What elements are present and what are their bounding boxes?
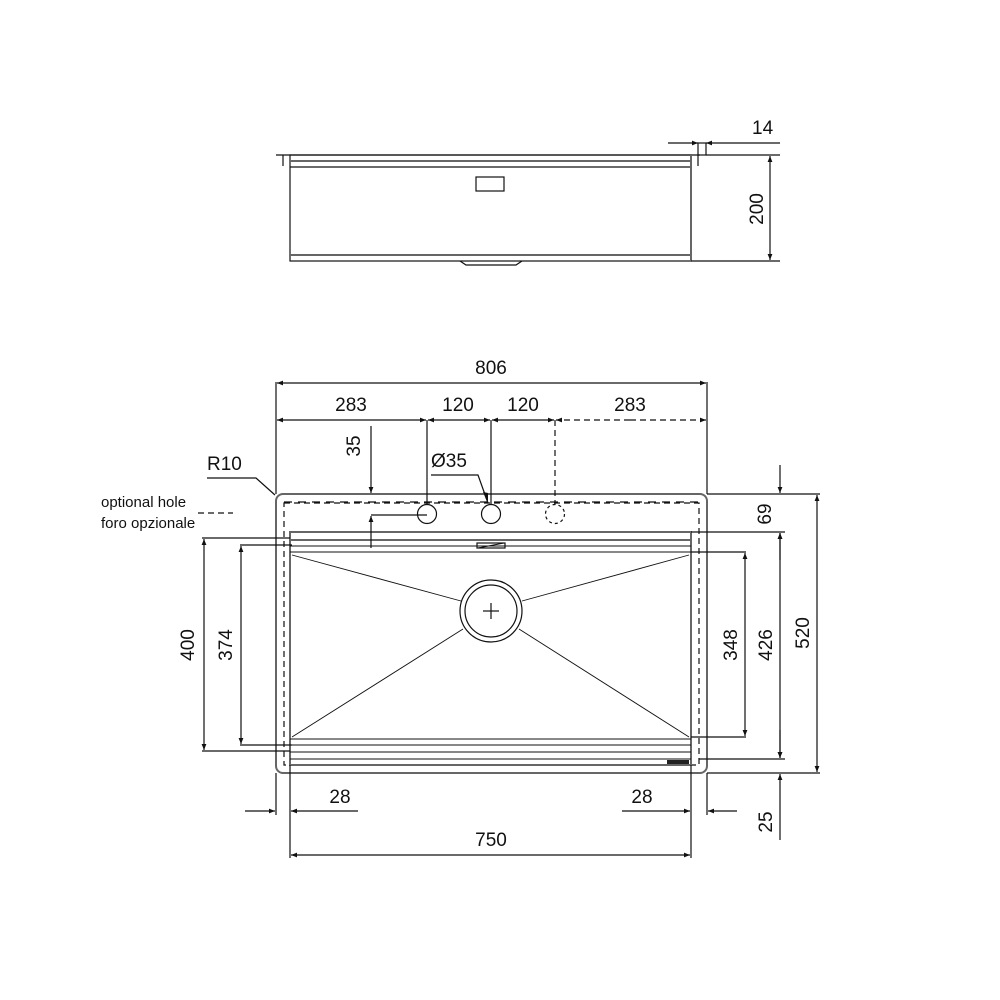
dim-radius-leader [207, 477, 276, 496]
top-cutout-dashed [283, 502, 700, 766]
dim-left-offset-label: 283 [335, 395, 367, 416]
dim-hole-diameter-label: Ø35 [431, 451, 467, 472]
dim-28-right-label: 28 [631, 787, 652, 808]
top-overflow-slot [476, 542, 506, 549]
drain-inner [464, 584, 518, 638]
dim-374-label: 374 [216, 629, 237, 661]
slope-line-bl [291, 628, 464, 738]
dim-top-rim-label: 69 [755, 503, 776, 524]
side-body [289, 154, 692, 262]
drain-outer [459, 579, 523, 643]
slope-line-tl [291, 554, 462, 602]
side-drain-outlet [459, 260, 523, 266]
side-view: 14 200 [276, 118, 780, 266]
brand-logo-mark [667, 760, 689, 764]
dim-400-label: 400 [178, 629, 199, 661]
dim-spacing2-label: 120 [507, 395, 539, 416]
note-optional-hole-it: foro opzionale [101, 515, 195, 532]
dim-hole-inset-label: 35 [344, 435, 365, 456]
dim-348-label: 348 [721, 629, 742, 661]
dim-overall-width-label: 806 [475, 358, 507, 379]
dim-426-label: 426 [756, 629, 777, 661]
top-view: 806 283 120 120 283 35 Ø35 R10 optional … [101, 358, 820, 858]
dim-520-label: 520 [793, 617, 814, 649]
top-bowl [289, 531, 692, 766]
slope-line-br [518, 628, 690, 738]
dim-depth-label: 200 [747, 193, 768, 225]
dim-hole-diameter-arrowhead [483, 492, 488, 504]
dim-hole-diameter-leader [431, 474, 489, 504]
side-flange-profile [697, 142, 707, 156]
note-optional-hole-en: optional hole [101, 494, 186, 511]
tap-hole-1 [416, 503, 438, 525]
top-outer-rim [275, 493, 708, 774]
dim-750-label: 750 [475, 830, 507, 851]
slope-line-tr [521, 554, 690, 602]
dim-25-label: 25 [756, 811, 777, 832]
tap-hole-optional [544, 503, 566, 525]
side-overflow-slot [475, 176, 505, 192]
dim-right-offset-label: 283 [614, 395, 646, 416]
dim-28-left-label: 28 [329, 787, 350, 808]
top-overflow-hatch [477, 542, 505, 549]
tap-hole-2 [480, 503, 502, 525]
dim-flange-label: 14 [752, 118, 774, 139]
dim-spacing1-label: 120 [442, 395, 474, 416]
dim-radius-label: R10 [207, 454, 242, 475]
